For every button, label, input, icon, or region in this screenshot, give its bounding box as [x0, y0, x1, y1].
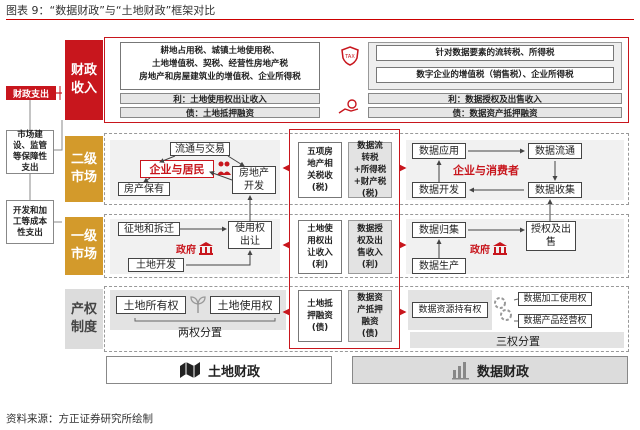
center-comparison-column: [289, 129, 400, 349]
data-pool-node: 数据归集: [412, 222, 466, 238]
land-fiscal-label: 土地财政: [207, 364, 260, 380]
people-icon: [216, 160, 232, 176]
level-property: 产权 制度: [65, 289, 103, 349]
land-mortgage-box: 债：土地抵押融资: [120, 107, 320, 119]
data-asset-fin-box: 债：数据资产抵押融资: [368, 107, 622, 119]
land-ownership-node: 土地所有权: [116, 296, 186, 314]
center-land-debt: 土地抵 押融资 (债): [298, 290, 342, 342]
ent-consumer-label: 企业与消费者: [453, 164, 519, 177]
level-secondary-market: 二级 市场: [65, 136, 103, 202]
center-data-debt: 数据资 产抵押 融资 (债): [348, 290, 392, 342]
data-proc-node: 数据加工使用权: [518, 292, 592, 306]
gear-icon: [492, 293, 514, 323]
data-prod-op-node: 数据产品经营权: [518, 314, 592, 328]
gov-data-label: 政府: [470, 244, 490, 256]
data-tax-line-1: 针对数据要素的流转税、所得税: [376, 45, 614, 61]
center-data-income: 数据授 权及出 售收入 (利): [348, 220, 392, 274]
data-prod-node: 数据生产: [412, 258, 466, 274]
three-rights-label: 三权分置: [496, 335, 540, 348]
enterprise-resident-node: 企业与居民: [140, 160, 214, 178]
land-dev-node: 土地开发: [128, 258, 184, 272]
data-dev-node: 数据开发: [412, 182, 466, 198]
government-building-icon: [493, 242, 507, 255]
data-app-node: 数据应用: [412, 143, 466, 159]
auth-sale-node: 授权及出 售: [526, 221, 576, 251]
center-land-tax: 五项房 地产相 关税收 (税): [298, 142, 342, 198]
land-use-right-node: 土地使用权: [210, 296, 280, 314]
data-hold-node: 数据资源持有权: [412, 302, 488, 318]
two-rights-label: 两权分置: [178, 326, 222, 339]
hand-coin-icon: [338, 98, 360, 116]
real-estate-dev-node: 房地产 开发: [232, 166, 276, 194]
gov-land-label: 政府: [176, 244, 196, 256]
three-rights-panel: [410, 332, 624, 348]
title-divider: [6, 19, 634, 20]
land-use-income-box: 利：土地使用权出让收入: [120, 93, 320, 105]
data-circulation-node: 数据流通: [528, 143, 582, 159]
data-auth-income-box: 利：数据授权及出售收入: [368, 93, 622, 105]
data-fiscal-banner: 数据财政: [352, 356, 628, 384]
gov-land-node: 政府: [176, 240, 228, 256]
figure-title: 图表 9：“数据财政”与“土地财政”框架对比: [6, 4, 216, 17]
data-fiscal-label: 数据财政: [476, 364, 529, 380]
land-map-icon: [179, 362, 200, 378]
data-tax-line-2: 数字企业的增值税（销售税）、企业所得税: [376, 67, 614, 83]
land-tax-line-3: 房地产和房屋建筑业的增值税、企业所得税: [139, 72, 301, 82]
bar-chart-icon: [451, 362, 469, 380]
land-tax-line-2: 土地增值税、契税、经营性房地产税: [151, 59, 288, 69]
gov-data-node: 政府: [470, 240, 524, 256]
land-tax-line-1: 耕地占用税、城镇土地使用税、: [160, 46, 280, 56]
government-building-icon: [199, 242, 213, 255]
dev-expense-label: 开发和加工等成本性支出: [6, 200, 54, 244]
source-note: 资料来源：方正证券研究所绘制: [6, 413, 153, 425]
fiscal-expense-label: 财政支出: [6, 86, 56, 100]
land-right-transfer-node: 使用权 出让: [228, 221, 272, 249]
ent-consumer-node: 企业与消费者: [440, 161, 532, 179]
level-primary-market: 一级 市场: [65, 217, 103, 275]
sprout-icon: [188, 293, 208, 315]
housing-node: 房产保有: [118, 182, 170, 196]
acquisition-node: 征地和拆迁: [118, 222, 180, 236]
data-collect-node: 数据收集: [528, 182, 582, 198]
center-land-income: 土地使 用权出 让收入 (利): [298, 220, 342, 274]
center-data-tax: 数据流 转税 +所得税 +财产税 (税): [348, 141, 392, 199]
circulation-node: 流通与交易: [170, 142, 230, 156]
land-fiscal-banner: 土地财政: [106, 356, 332, 384]
tax-icon-text: TAX: [344, 54, 355, 60]
level-fiscal-income: 财政 收入: [65, 40, 103, 120]
infra-expense-label: 市场建设、监管等保障性支出: [6, 130, 54, 174]
tax-shield-icon: TAX: [340, 46, 360, 66]
land-tax-box: 耕地占用税、城镇土地使用税、 土地增值税、契税、经营性房地产税 房地产和房屋建筑…: [120, 42, 320, 90]
